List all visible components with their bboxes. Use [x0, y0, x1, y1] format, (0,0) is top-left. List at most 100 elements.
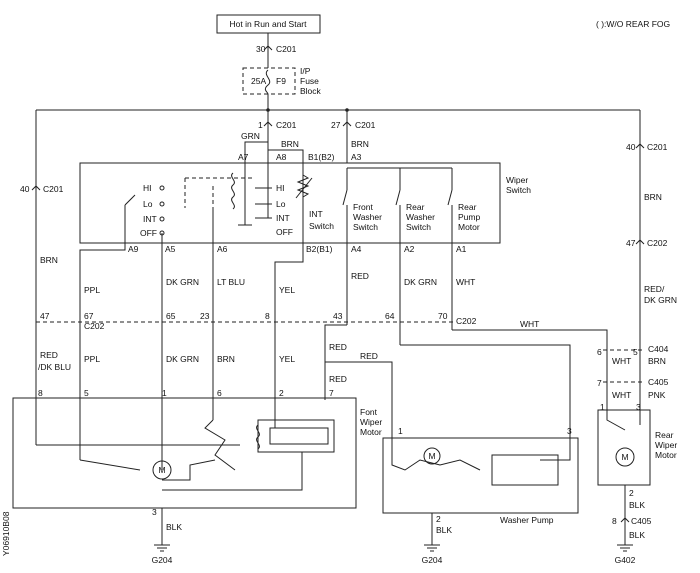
wire-dk-grn-2-run [400, 344, 571, 430]
rear-washer-label-3: Switch [406, 222, 431, 232]
rear-motor-label-3: Motor [655, 450, 677, 460]
rear-wire-blk-2: BLK [629, 530, 645, 540]
lower-ppl: PPL [84, 354, 100, 364]
front-motor-label-1: Font [360, 407, 378, 417]
int-switch-arrow [295, 177, 313, 199]
c202-pin-70: 70 [438, 311, 448, 321]
rear-ground-symbol [617, 544, 633, 552]
c404-label: C404 [648, 344, 669, 354]
c202-pin-23: 23 [200, 311, 210, 321]
c202-pin-67: 67 [84, 311, 94, 321]
switch-arm [124, 194, 136, 206]
fuse-symbol [264, 69, 271, 95]
front-motor-internal [204, 419, 236, 471]
washer-ground-wire-color: BLK [436, 525, 452, 535]
right-pnk: PNK [648, 390, 666, 400]
c202-pin-8: 8 [265, 311, 270, 321]
c202-pin-43: 43 [333, 311, 343, 321]
rear-pump-label-2: Pump [458, 212, 480, 222]
front-ground-id: G204 [152, 555, 173, 565]
grn-label: GRN [241, 131, 260, 141]
washer-pump-internal [540, 430, 571, 461]
rear-pump-switch-blade [447, 189, 453, 206]
red-label-1: RED [329, 342, 347, 352]
wire-yel [274, 243, 304, 428]
c202-pin-64: 64 [385, 311, 395, 321]
c405-label: C405 [648, 377, 669, 387]
pin-27: 27 [331, 120, 341, 130]
front-motor-internal [79, 459, 141, 471]
connector-mark [635, 239, 645, 245]
lower-red-dk-blu-1: RED [40, 350, 58, 360]
rear-pin-1: 1 [600, 402, 605, 412]
front-pin-8: 8 [38, 388, 43, 398]
front-motor-symbol [152, 460, 172, 480]
right-brn-2: BRN [648, 356, 666, 366]
rear-c405: C405 [631, 516, 652, 526]
wire-label-dk-grn: DK GRN [166, 277, 199, 287]
front-motor-m: M [158, 465, 165, 475]
power-source-label: Hot in Run and Start [229, 19, 307, 29]
red-label-3: RED [329, 374, 347, 384]
right-c202: C202 [647, 238, 668, 248]
connector-mark-c201-top [263, 45, 273, 51]
pin-a9: A9 [128, 244, 139, 254]
c202-pin-65: 65 [166, 311, 176, 321]
int-switch-label-2: Switch [309, 221, 334, 231]
side-code: Y06910B08 [1, 511, 11, 556]
switch-hi-1: HI [143, 183, 152, 193]
wire-red-branch [324, 324, 347, 400]
wire-label-red: RED [351, 271, 369, 281]
rear-pump-label-1: Rear [458, 202, 477, 212]
connector-mark [620, 517, 630, 523]
wire-ppl [79, 243, 126, 460]
front-motor-internal [162, 459, 216, 481]
washer-pump-motor-symbol [423, 447, 441, 465]
front-pin-3: 3 [152, 507, 157, 517]
fuse-amps: 25A [251, 76, 266, 86]
pin-a3: A3 [351, 152, 362, 162]
switch-off-1: OFF [140, 228, 157, 238]
front-washer-label-1: Front [353, 202, 373, 212]
int-switch-resistor [296, 174, 310, 198]
rear-pin-8: 8 [612, 516, 617, 526]
pin-b2b1: B2(B1) [306, 244, 333, 254]
fuse-block-label-3: Block [300, 86, 322, 96]
lower-dk-grn: DK GRN [166, 354, 199, 364]
rear-pump-label-3: Motor [458, 222, 480, 232]
pin-27-connector: C201 [355, 120, 376, 130]
rear-motor-m: M [621, 452, 628, 462]
right-red-dk-grn-2: DK GRN [644, 295, 677, 305]
front-washer-switch-blade [342, 189, 348, 206]
washer-ground-symbol [424, 544, 440, 552]
lower-brn: BRN [217, 354, 235, 364]
washer-pump-cam [491, 454, 559, 486]
front-motor-coil [256, 424, 260, 450]
washer-pump-internal [391, 430, 481, 471]
c202-pin-47: 47 [40, 311, 50, 321]
switch-contact [159, 216, 165, 222]
switch-int-1: INT [143, 214, 157, 224]
pin-a4: A4 [351, 244, 362, 254]
connector-mark [31, 185, 41, 191]
c202-conn-left: C202 [84, 321, 105, 331]
front-pin-2: 2 [279, 388, 284, 398]
switch-hi-2: HI [276, 183, 285, 193]
front-washer-label-2: Washer [353, 212, 382, 222]
brn-wire [268, 149, 304, 163]
washer-pump-box [382, 437, 579, 514]
front-ground-symbol [154, 544, 170, 552]
switch-contact [159, 201, 165, 207]
wire-red-branch-2 [325, 361, 393, 430]
pin-a5: A5 [165, 244, 176, 254]
pin-1-connector: C201 [276, 120, 297, 130]
rear-motor-internal [606, 410, 626, 431]
switch-int-2: INT [276, 213, 290, 223]
int-switch-label-1: INT [309, 209, 323, 219]
right-red-dk-grn-1: RED/ [644, 284, 665, 294]
pin-b1b2: B1(B2) [308, 152, 335, 162]
right-pin-5: 5 [633, 347, 638, 357]
c202-conn-right: C202 [456, 316, 477, 326]
fuse-name: F9 [276, 76, 286, 86]
